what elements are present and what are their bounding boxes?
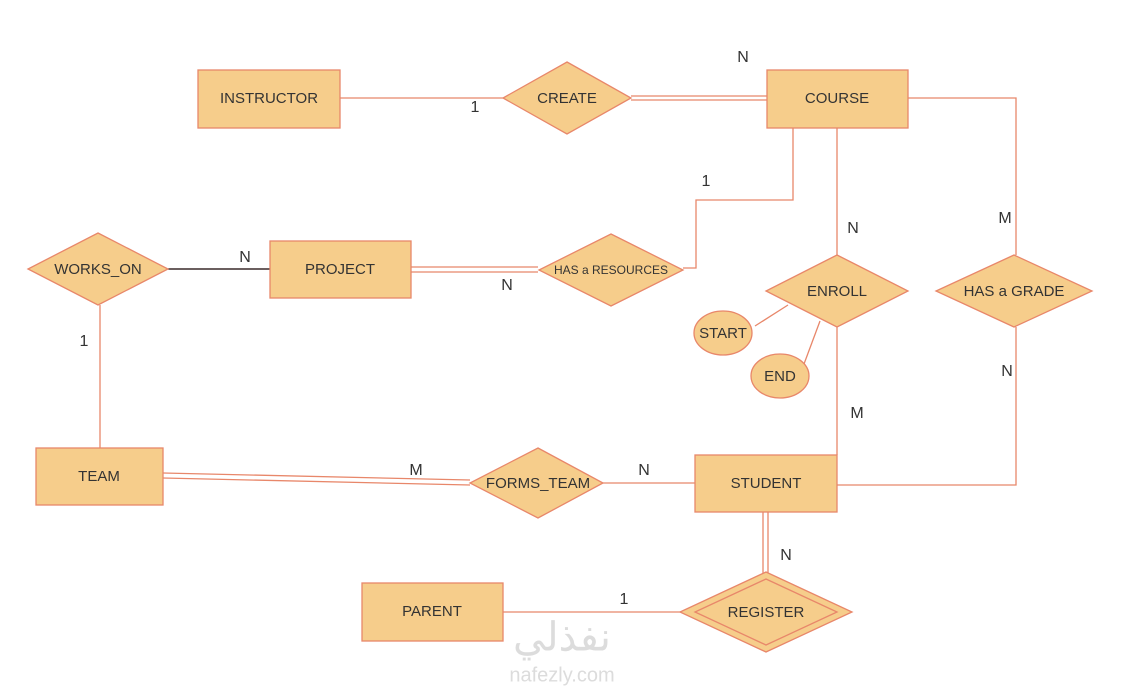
cardinality-parent-register: 1 <box>620 591 629 608</box>
cardinality-student-forms: N <box>638 462 650 479</box>
cardinality-instructor-create: 1 <box>471 99 480 116</box>
attribute-start-label: START <box>699 325 747 342</box>
attribute-end[interactable]: END <box>750 353 810 399</box>
attribute-end-label: END <box>764 368 796 385</box>
entity-parent[interactable]: PARENT <box>361 582 504 642</box>
relationship-register-label: REGISTER <box>728 604 805 621</box>
cardinality-student-grade: N <box>1001 363 1013 380</box>
line-course-resources <box>683 128 794 269</box>
entity-project-label: PROJECT <box>305 261 375 278</box>
line-enroll-start <box>754 304 789 327</box>
cardinality-course-resources: 1 <box>702 173 711 190</box>
entity-project[interactable]: PROJECT <box>269 240 412 299</box>
line-team-forms-a <box>162 472 471 481</box>
connectors <box>99 95 1017 613</box>
line-grade-student <box>837 327 1017 486</box>
watermark: نفذلي nafezly.com <box>509 616 614 687</box>
entity-course[interactable]: COURSE <box>766 69 909 129</box>
entity-team-label: TEAM <box>78 468 120 485</box>
cardinality-course-create: N <box>737 49 749 66</box>
cardinality-student-register: N <box>780 547 792 564</box>
relationship-create[interactable]: CREATE <box>501 61 633 135</box>
relationship-register[interactable]: REGISTER <box>678 571 854 653</box>
watermark-latin: nafezly.com <box>509 664 614 686</box>
entity-student[interactable]: STUDENT <box>694 454 838 513</box>
entity-instructor[interactable]: INSTRUCTOR <box>197 69 341 129</box>
relationship-works-on-label: WORKS_ON <box>54 261 142 278</box>
entity-instructor-label: INSTRUCTOR <box>220 90 318 107</box>
relationship-has-grade-label: HAS a GRADE <box>964 283 1065 300</box>
line-enroll-end <box>803 320 821 365</box>
relationship-create-label: CREATE <box>537 90 597 107</box>
relationship-has-resources[interactable]: HAS a RESOURCES <box>537 233 685 307</box>
cardinality-labels: N 1 1 N N 1 N M M N M N N 1 <box>80 49 1013 608</box>
cardinality-team-workson: 1 <box>80 333 89 350</box>
relationship-has-resources-label: HAS a RESOURCES <box>554 263 668 277</box>
relationship-has-grade[interactable]: HAS a GRADE <box>934 254 1094 328</box>
line-team-forms-b <box>162 477 471 486</box>
entity-course-label: COURSE <box>805 90 869 107</box>
entity-parent-label: PARENT <box>402 603 462 620</box>
line-course-grade <box>908 97 1017 255</box>
cardinality-student-enroll: M <box>850 405 863 422</box>
cardinality-project-resources: N <box>501 277 513 294</box>
attribute-start[interactable]: START <box>693 310 753 356</box>
entity-student-label: STUDENT <box>731 475 802 492</box>
cardinality-team-forms: M <box>409 462 422 479</box>
entity-team[interactable]: TEAM <box>35 447 164 506</box>
cardinality-course-grade: M <box>998 210 1011 227</box>
cardinality-project-workson: N <box>239 249 251 266</box>
cardinality-course-enroll: N <box>847 220 859 237</box>
watermark-arabic: نفذلي <box>513 616 611 661</box>
relationship-works-on[interactable]: WORKS_ON <box>26 232 170 306</box>
relationship-forms-team[interactable]: FORMS_TEAM <box>468 447 605 519</box>
relationship-enroll[interactable]: ENROLL <box>764 254 910 328</box>
relationship-forms-team-label: FORMS_TEAM <box>486 475 590 492</box>
relationship-enroll-label: ENROLL <box>807 283 867 300</box>
